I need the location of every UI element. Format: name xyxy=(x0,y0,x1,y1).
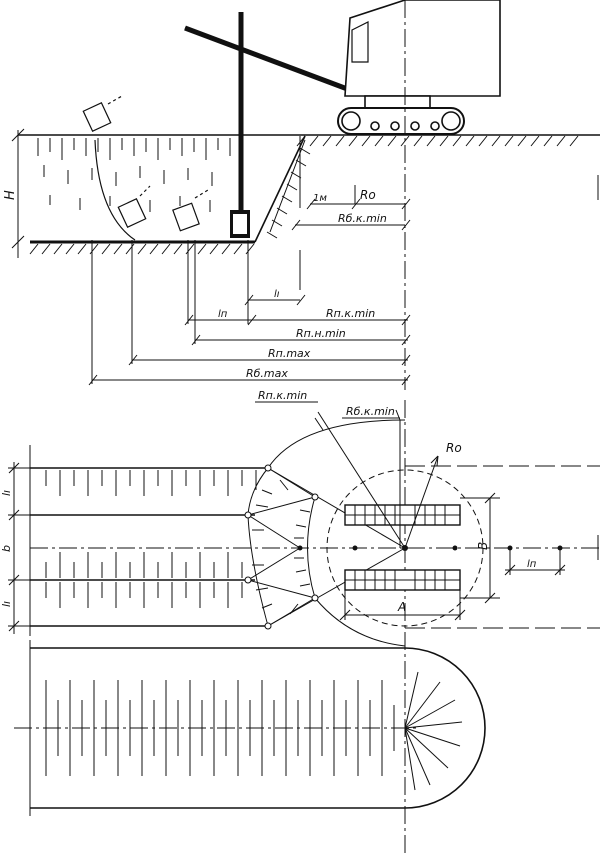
r-b-k-min-label-section: Rб.к.min xyxy=(338,212,387,225)
one-meter-label: 1м xyxy=(313,193,327,204)
l-ii-label-section: lп xyxy=(218,309,228,320)
radius-leaders xyxy=(8,401,566,634)
section-view: H 1м Ro Rб. xyxy=(3,0,600,390)
r-p-n-min-label: Rп.н.min xyxy=(296,327,346,340)
plan-ticks-top xyxy=(45,470,257,608)
excavator-icon xyxy=(337,0,501,135)
r-p-k-min-label-plan: Rп.к.min xyxy=(258,389,307,402)
height-label: H xyxy=(3,190,18,200)
soil-ticks xyxy=(37,138,231,212)
r-p-k-min-label-section: Rп.к.min xyxy=(326,307,375,320)
pit-bottom-hatch xyxy=(29,243,255,255)
l-i-lower-label: lı xyxy=(0,601,13,607)
bucket-positions xyxy=(82,95,209,232)
length-a-label: A xyxy=(397,600,406,614)
r-b-k-min-label-plan: Rб.к.min xyxy=(346,405,395,418)
slewing-circle xyxy=(326,469,484,627)
trench-ticks xyxy=(45,680,395,776)
crawler-tracks xyxy=(344,504,461,591)
slope-hatch xyxy=(266,147,311,239)
r-p-max-label: Rп.max xyxy=(268,347,311,360)
ground-hatch-right xyxy=(296,135,579,147)
plan-fan xyxy=(247,467,406,627)
plan-view: Rп.к.min Rб.к.min Ro B A lп lı b lı xyxy=(0,389,600,856)
trench-fan xyxy=(404,671,463,791)
width-b-label: B xyxy=(476,542,490,550)
section-dimensions xyxy=(88,136,411,386)
l-ii-label-plan: lп xyxy=(527,559,537,570)
l-i-upper-label: lı xyxy=(0,490,13,496)
trench-plan xyxy=(14,640,486,816)
b-small-label: b xyxy=(0,545,13,552)
r-b-max-label: Rб.max xyxy=(246,367,288,380)
l-i-label-section: lı xyxy=(274,289,280,300)
r-o-label-section: Ro xyxy=(360,188,376,202)
r-o-label-plan: Ro xyxy=(446,441,462,455)
